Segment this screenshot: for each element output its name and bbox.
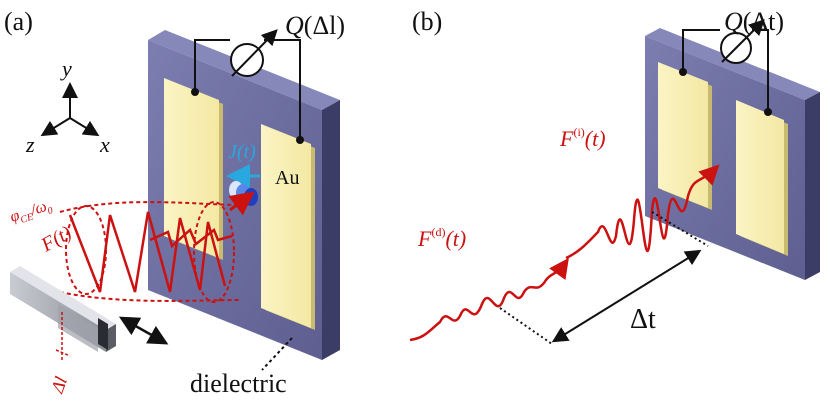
electrode-b-left	[658, 62, 708, 208]
z-axis-arrow	[40, 117, 71, 137]
meter-circuit-b	[682, 19, 769, 112]
delay-text-b: Δt	[630, 304, 656, 335]
omega-symbol: ω	[33, 198, 49, 218]
delay-markers-b	[499, 211, 709, 345]
delay-wedge	[10, 266, 116, 352]
meter-arg-b: (Δt)	[743, 7, 784, 36]
omega-sub: 0	[46, 205, 54, 217]
drive-pulse-wave	[409, 257, 569, 342]
dielectric-label: dielectric	[190, 369, 287, 398]
pulse-direction-arrow	[228, 191, 255, 216]
ammeter-b-arrow	[721, 19, 765, 63]
meter-arg-a: (Δl)	[304, 11, 345, 40]
inject-arg: (t)	[585, 126, 606, 151]
electrode-left	[164, 78, 219, 258]
inject-field-label: F(i)(t)	[559, 125, 606, 151]
slab-b-side-face	[805, 92, 820, 280]
electrodes-a	[164, 78, 315, 330]
dielectric-pointer	[261, 337, 293, 371]
phase-sub: CE	[19, 212, 35, 226]
panel-b-label: (b)	[412, 7, 442, 36]
panel-b: (b) Q(Δt) F(d)(t)	[409, 7, 820, 345]
wire-b-left	[682, 29, 720, 72]
pulse-wave-projection	[149, 227, 233, 249]
drive-arg: (t)	[445, 226, 466, 251]
drive-F: F	[417, 226, 432, 251]
meter-q: Q	[285, 11, 304, 40]
inject-pulse-wave	[565, 164, 720, 260]
wire-left	[194, 39, 230, 92]
slab-side-face	[322, 100, 340, 360]
drive-sup: (d)	[431, 225, 445, 239]
ammeter-arrow	[231, 29, 278, 77]
inject-sup: (i)	[573, 125, 584, 139]
contact-dot-right	[296, 136, 304, 144]
laser-pulse-a	[59, 191, 255, 303]
pulse-envelope-bottom	[59, 291, 241, 302]
panel-a-label: (a)	[4, 7, 33, 36]
meter-circuit-a	[194, 29, 301, 140]
slab-b-top-face	[645, 28, 820, 100]
axes-triad	[40, 82, 100, 137]
delay-label-a: Δl	[47, 374, 71, 396]
electrode-right	[261, 124, 311, 328]
x-axis-label: x	[99, 132, 110, 157]
pulse-cross-section-right	[193, 201, 235, 303]
delay-indicator	[55, 312, 71, 362]
y-axis-label: y	[60, 56, 72, 81]
delay-label-b: Δt	[630, 304, 656, 335]
pulse-wave-a	[68, 211, 227, 293]
current-label: J(t)	[228, 141, 256, 163]
z-axis-label: z	[25, 132, 35, 157]
electrode-au-label: Au	[275, 167, 299, 189]
contact-dot-left	[191, 88, 199, 96]
contact-b-right	[764, 108, 772, 116]
inject-F: F	[559, 126, 574, 151]
delay-arrow-b	[551, 249, 702, 343]
wedge-translation-arrow	[118, 316, 169, 345]
drive-field-label: F(d)(t)	[417, 225, 466, 251]
phase-label: φCE/ω0	[8, 197, 54, 229]
meter-label-b: Q(Δt)	[724, 7, 784, 36]
panel-a: (a) y x z	[4, 7, 345, 398]
pulse-envelope-top	[59, 201, 241, 213]
electrode-b-right	[736, 100, 784, 254]
meter-b-q: Q	[724, 7, 743, 36]
contact-b-left	[679, 68, 687, 76]
meter-label-a: Q(Δl)	[285, 11, 345, 40]
x-axis-arrow	[69, 117, 100, 137]
electrodes-b	[658, 62, 788, 256]
